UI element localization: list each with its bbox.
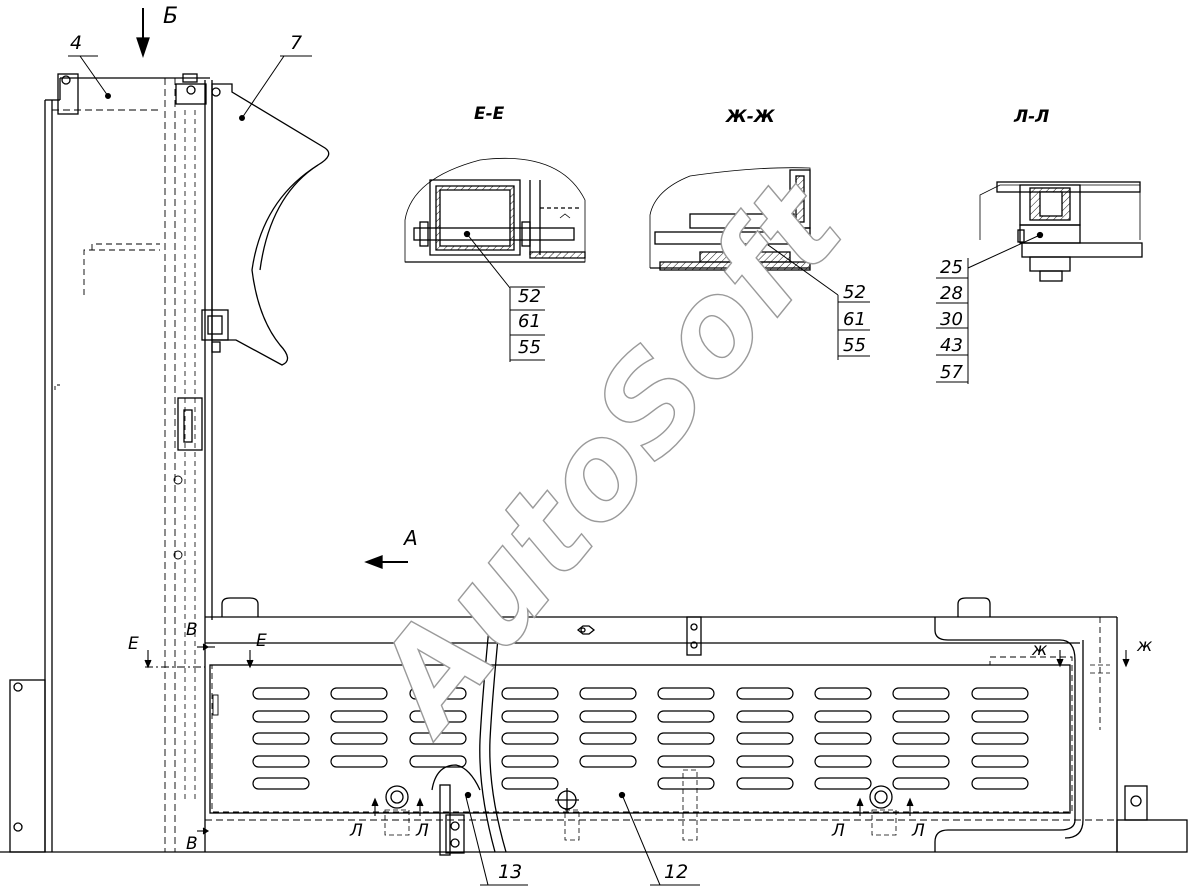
view-marker-a: А bbox=[404, 526, 418, 550]
vent-slot bbox=[814, 732, 872, 745]
vent-slot bbox=[814, 687, 872, 700]
vent-slot bbox=[971, 732, 1029, 745]
vent-slot bbox=[971, 710, 1029, 723]
vent-slot bbox=[330, 755, 388, 768]
view-marker-e-left: Е bbox=[128, 634, 139, 654]
vent-slot bbox=[330, 732, 388, 745]
section-zhzh bbox=[649, 167, 870, 360]
vent-slot bbox=[736, 732, 794, 745]
vent-slot bbox=[579, 732, 637, 745]
callout-zhzh-2: 61 bbox=[843, 309, 866, 330]
vent-slot bbox=[736, 710, 794, 723]
callout-ll-3: 30 bbox=[940, 309, 963, 330]
vent-slot bbox=[892, 777, 950, 790]
vent-slot bbox=[252, 755, 310, 768]
vent-slot bbox=[971, 755, 1029, 768]
vent-slot bbox=[409, 732, 467, 745]
view-marker-v-bottom: В bbox=[186, 834, 198, 854]
vent-slot bbox=[736, 755, 794, 768]
vent-slot bbox=[971, 687, 1029, 700]
vertical-frame-part-4 bbox=[0, 73, 213, 853]
part-number-4: 4 bbox=[70, 32, 83, 54]
vent-slot bbox=[814, 777, 872, 790]
container-bolts bbox=[385, 785, 893, 812]
vent-slot bbox=[657, 777, 715, 790]
view-marker-l3: Л bbox=[832, 821, 845, 841]
vent-slot bbox=[892, 710, 950, 723]
part-number-13: 13 bbox=[498, 861, 523, 883]
view-marker-l2: Л bbox=[416, 821, 429, 841]
view-marker-zh-right: ж bbox=[1137, 636, 1153, 656]
section-title-zhzh: Ж-Ж bbox=[726, 107, 775, 127]
view-marker-zh-left: ж bbox=[1032, 640, 1048, 660]
vent-slot bbox=[501, 732, 559, 745]
vent-slot bbox=[892, 687, 950, 700]
vent-slot bbox=[892, 732, 950, 745]
vent-slot bbox=[252, 732, 310, 745]
vent-slot bbox=[736, 687, 794, 700]
vent-slot bbox=[814, 710, 872, 723]
callout-ll-2: 28 bbox=[940, 283, 963, 304]
vent-slot bbox=[579, 755, 637, 768]
callout-ee-2: 61 bbox=[518, 311, 541, 332]
vent-slot bbox=[330, 710, 388, 723]
callout-ll-5: 57 bbox=[940, 362, 963, 383]
vent-slot bbox=[330, 687, 388, 700]
section-ll bbox=[936, 181, 1143, 384]
container-part-12 bbox=[205, 597, 1188, 853]
vent-slot bbox=[814, 755, 872, 768]
view-marker-l4: Л bbox=[912, 821, 925, 841]
callout-ee-3: 55 bbox=[518, 337, 541, 358]
vent-slot bbox=[252, 710, 310, 723]
vent-slot bbox=[971, 777, 1029, 790]
vent-slot bbox=[409, 687, 467, 700]
ventilation-slots bbox=[252, 687, 1029, 790]
vent-slot bbox=[657, 732, 715, 745]
callout-ee-1: 52 bbox=[518, 286, 541, 307]
vent-slot bbox=[409, 755, 467, 768]
vent-slot bbox=[409, 710, 467, 723]
vent-slot bbox=[657, 710, 715, 723]
view-arrows bbox=[136, 8, 408, 569]
view-marker-b: Б bbox=[163, 4, 179, 29]
pipe-part-13 bbox=[431, 616, 507, 856]
vent-slot bbox=[657, 687, 715, 700]
section-ee bbox=[404, 157, 586, 362]
vent-slot bbox=[736, 777, 794, 790]
vent-slot bbox=[501, 710, 559, 723]
vent-slot bbox=[657, 755, 715, 768]
section-title-ee: Е-Е bbox=[474, 104, 505, 124]
vent-slot bbox=[892, 755, 950, 768]
callout-ll-1: 25 bbox=[940, 257, 963, 278]
vent-slot bbox=[252, 687, 310, 700]
vent-slot bbox=[501, 755, 559, 768]
vent-slot bbox=[579, 710, 637, 723]
vent-slot bbox=[501, 687, 559, 700]
vent-slot bbox=[501, 777, 559, 790]
section-title-ll: Л-Л bbox=[1014, 107, 1050, 127]
part-number-7: 7 bbox=[290, 32, 303, 54]
callout-zhzh-1: 52 bbox=[843, 282, 866, 303]
view-marker-v-top: В bbox=[186, 620, 198, 640]
view-marker-l1: Л bbox=[350, 821, 363, 841]
callout-zhzh-3: 55 bbox=[843, 335, 866, 356]
shovel-part-7 bbox=[201, 83, 330, 366]
part-number-12: 12 bbox=[664, 861, 689, 883]
vent-slot bbox=[252, 777, 310, 790]
vent-slot bbox=[579, 687, 637, 700]
view-marker-e-right: Е bbox=[256, 631, 267, 651]
section-cut-marks bbox=[144, 643, 1130, 835]
part-leaders bbox=[68, 55, 700, 886]
callout-ll-4: 43 bbox=[940, 335, 963, 356]
